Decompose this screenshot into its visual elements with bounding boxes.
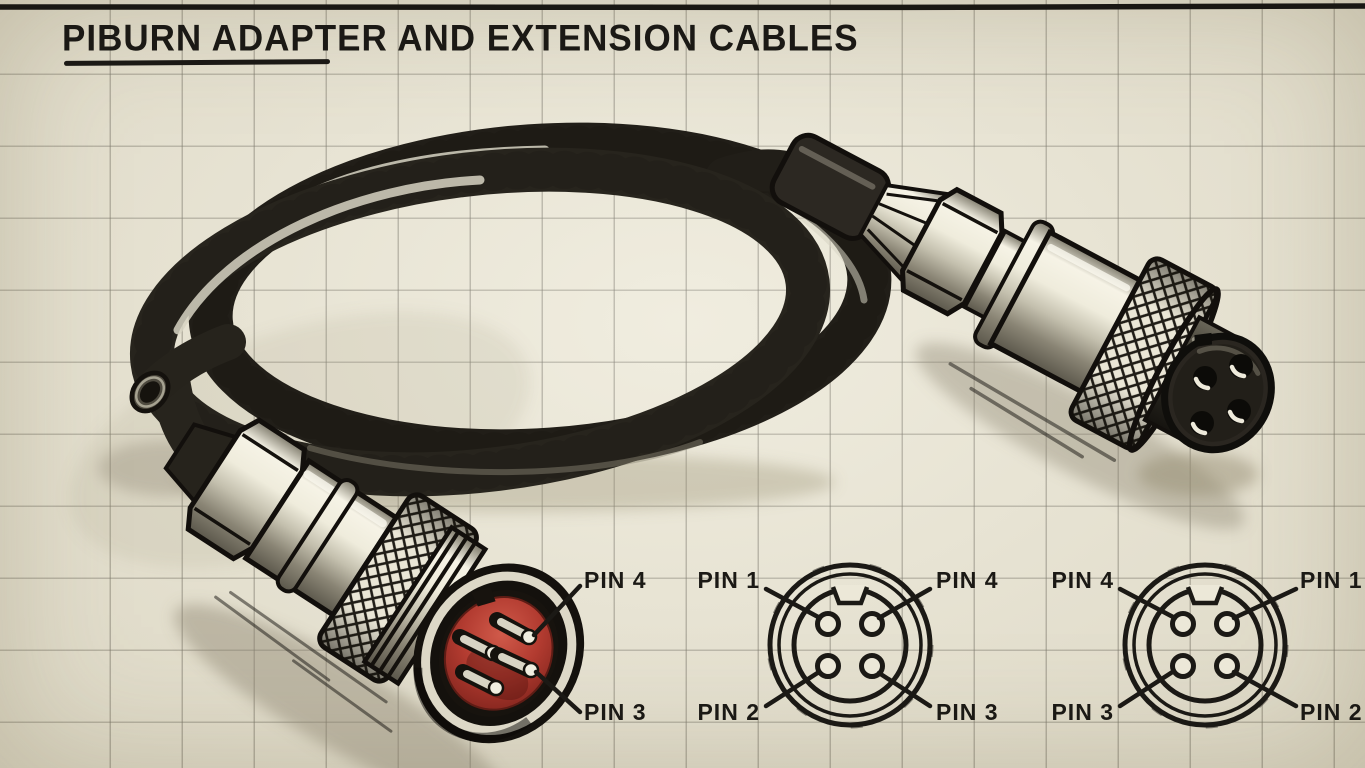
diagram-pin-1 bbox=[815, 611, 841, 637]
male-connector-pins bbox=[452, 612, 540, 697]
leader-lines bbox=[531, 583, 1299, 715]
diagram-pin-3 bbox=[1170, 653, 1196, 679]
pinout-diagram-right bbox=[1121, 561, 1289, 729]
top-border-line bbox=[0, 3, 1365, 11]
pin-3 bbox=[490, 647, 540, 679]
male-connector bbox=[163, 417, 585, 744]
pin-2 bbox=[455, 664, 505, 697]
cable-stub-end bbox=[129, 324, 246, 414]
diagram-pin-3 bbox=[859, 653, 885, 679]
diagram-pin-2 bbox=[815, 653, 841, 679]
pinout-diagram-left bbox=[766, 561, 934, 729]
diagram-pin-4 bbox=[1170, 611, 1196, 637]
female-socket-holes bbox=[1190, 354, 1253, 436]
